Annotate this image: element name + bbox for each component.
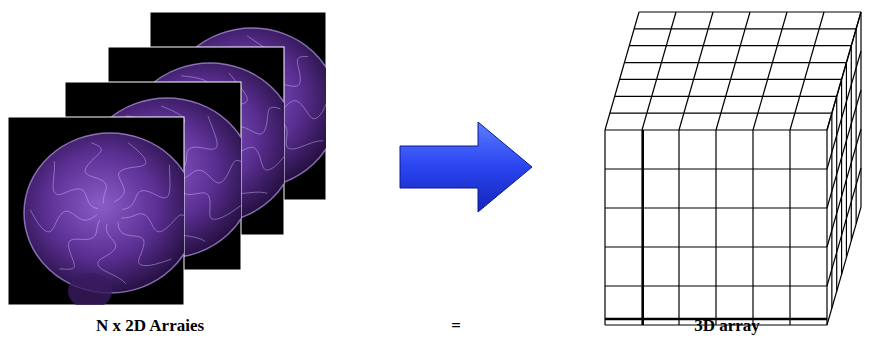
grid-line-bold (642, 130, 644, 325)
grid-line (678, 130, 679, 325)
grid-line (615, 96, 837, 97)
grid-line (846, 63, 847, 258)
grid-line (624, 62, 846, 63)
image-slice (8, 117, 196, 309)
grid-line (620, 79, 842, 80)
brain-vein (177, 184, 240, 219)
grid-cube (605, 12, 861, 325)
blue-arrow (400, 122, 532, 212)
brain-vein (59, 220, 99, 270)
grid-line (841, 79, 842, 274)
brain-vein (85, 143, 106, 203)
grid-line (716, 12, 750, 130)
grid-line (639, 11, 861, 12)
grid-line (826, 130, 827, 325)
brain-vein (118, 222, 172, 266)
brain-vein (121, 214, 184, 232)
brain-stem (68, 273, 112, 305)
grid-line (605, 129, 827, 130)
brain-vein (114, 143, 146, 203)
grid-line (715, 130, 716, 325)
brain-vein (122, 165, 170, 210)
grid-line (605, 207, 827, 208)
cube-side (827, 12, 861, 325)
brain-shape (24, 133, 184, 293)
grid-line (860, 12, 861, 207)
grid-line (610, 113, 832, 114)
grid-line (605, 246, 827, 247)
brain-vein (53, 161, 98, 209)
grid-line (679, 12, 713, 130)
grid-line (605, 168, 827, 169)
grid-line (836, 96, 837, 291)
caption-label: N x 2D Arraies (96, 316, 204, 336)
brain-vein (30, 210, 97, 232)
caption-label: = (451, 316, 461, 336)
grid-line (641, 130, 642, 325)
grid-line (634, 28, 856, 29)
brain-vein (179, 160, 241, 183)
brain-image (24, 133, 184, 305)
grid-line (789, 130, 790, 325)
grid-line (851, 46, 852, 241)
grid-line (753, 12, 787, 130)
grid-line (790, 12, 824, 130)
grid-line (831, 113, 832, 308)
brain-vein (98, 224, 126, 284)
caption-label: 3D array (694, 316, 760, 336)
cube-front (605, 130, 827, 325)
grid-line (856, 29, 857, 224)
grid-line (605, 12, 639, 130)
cube-top (605, 12, 861, 130)
grid-line (642, 12, 676, 130)
grid-line (604, 130, 605, 325)
grid-line (629, 45, 851, 46)
grid-line (752, 130, 753, 325)
grid-line (605, 285, 827, 286)
